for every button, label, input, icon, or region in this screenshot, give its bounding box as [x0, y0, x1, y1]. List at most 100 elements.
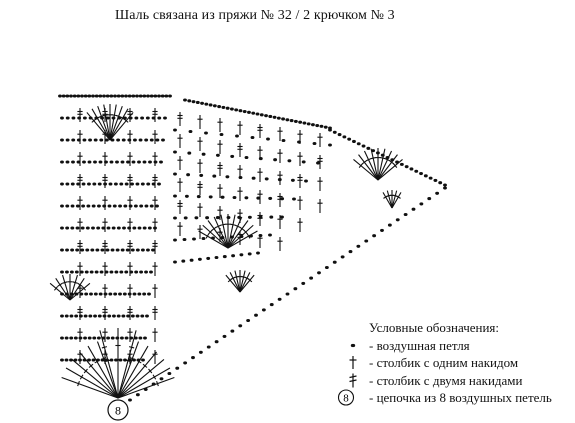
chain-stitch-mark: [273, 158, 278, 162]
chain-stitch-mark: [135, 182, 140, 186]
chain-stitch-mark: [91, 94, 95, 98]
chain-stitch-mark: [75, 248, 80, 252]
treble-crochet-mark: [117, 330, 137, 399]
chain-stitch-mark: [114, 270, 119, 274]
chain-stitch-mark: [157, 182, 161, 186]
chain-stitch-mark: [126, 160, 130, 164]
chain-stitch-mark: [75, 226, 80, 230]
chain-stitch-mark: [239, 234, 244, 239]
chain-stitch-mark: [130, 182, 135, 186]
chain-stitch-mark: [225, 175, 230, 179]
legend-label-ring: - цепочка из 8 воздушных петель: [369, 390, 552, 405]
chain-stitch-mark: [144, 270, 149, 274]
double-crochet-mark: [117, 351, 157, 399]
chain-stitch-mark: [147, 292, 151, 296]
chain-stitch-mark: [364, 239, 369, 243]
double-crochet-mark: [225, 214, 231, 248]
chain-stitch-mark: [106, 226, 111, 230]
chain-stitch-mark: [126, 314, 131, 318]
chain-stitch-mark: [155, 138, 160, 142]
chain-stitch-mark: [94, 94, 99, 98]
chain-stitch-mark: [414, 169, 419, 173]
double-crochet-mark: [77, 262, 83, 276]
double-crochet-mark: [377, 150, 393, 181]
double-crochet-mark: [117, 341, 140, 399]
chain-stitch-mark: [111, 226, 116, 230]
double-crochet-mark: [77, 328, 83, 342]
chain-stitch-mark: [82, 138, 87, 142]
double-crochet-mark: [277, 171, 283, 185]
chain-stitch-mark: [319, 124, 324, 128]
chain-stitch-mark: [91, 226, 95, 230]
chain-stitch-mark: [88, 314, 93, 318]
chain-stitch-mark: [113, 182, 118, 186]
chain-stitch-mark: [119, 270, 124, 274]
chain-stitch-mark: [110, 138, 115, 142]
chain-stitch-mark: [197, 257, 202, 261]
chain-stitch-mark: [134, 116, 139, 120]
treble-crochet-mark: [317, 155, 323, 169]
chain-stitch-mark: [125, 248, 130, 252]
chain-stitch-mark: [258, 215, 263, 219]
chain-stitch-mark: [215, 216, 220, 220]
chain-stitch-mark: [137, 226, 142, 230]
chain-stitch-mark: [65, 248, 70, 252]
double-crochet-mark: [197, 159, 203, 173]
chain-stitch-mark: [65, 226, 70, 230]
chain-stitch-mark: [435, 191, 440, 195]
chain-stitch-mark: [64, 336, 69, 340]
chain-stitch-mark: [151, 248, 155, 252]
chain-stitch-mark: [292, 197, 296, 201]
double-crochet-mark: [77, 130, 83, 144]
chain-stitch-mark: [84, 270, 89, 274]
chain-stitch-mark: [290, 178, 295, 182]
double-crochet-mark: [377, 154, 398, 181]
chain-stitch-mark: [316, 161, 320, 165]
chain-stitch-mark: [356, 244, 361, 248]
double-crochet-mark: [217, 206, 223, 220]
chain-stitch-mark: [135, 94, 139, 98]
chain-stitch-mark: [76, 94, 81, 98]
chain-stitch-mark: [276, 116, 281, 120]
chain-stitch-mark: [238, 324, 243, 328]
chain-stitch-mark: [82, 116, 87, 120]
chain-stitch-mark: [140, 116, 145, 120]
chain-stitch-mark: [297, 140, 301, 144]
double-crochet-mark: [152, 262, 158, 276]
chain-stitch-mark: [438, 181, 443, 185]
chain-stitch-mark: [130, 248, 135, 252]
chain-stitch-mark: [226, 215, 231, 220]
chain-stitch-mark: [116, 314, 121, 318]
double-crochet-mark: [77, 152, 83, 166]
chain-stitch-mark: [110, 248, 115, 252]
chain-stitch-mark: [229, 107, 234, 111]
chain-stitch-mark: [157, 94, 161, 98]
chain-stitch-mark: [204, 102, 209, 106]
chain-stitch-mark: [113, 292, 118, 296]
chain-stitch-mark: [348, 250, 353, 254]
double-crochet-mark: [127, 284, 133, 298]
chain-stitch-mark: [106, 336, 111, 340]
chain-stitch-mark: [61, 94, 66, 98]
chain-stitch-mark: [141, 358, 145, 362]
chain-stitch-mark: [191, 356, 195, 360]
chain-stitch-mark: [93, 292, 98, 296]
chain-stitch-mark: [112, 204, 117, 208]
chain-stitch-mark: [149, 138, 154, 142]
chain-stitch-mark: [225, 106, 230, 110]
double-crochet-mark: [127, 152, 133, 166]
chain-stitch-mark: [149, 94, 154, 98]
chain-stitch-mark: [65, 182, 70, 186]
double-crochet-mark: [277, 149, 283, 163]
double-crochet-mark: [86, 112, 111, 141]
chain-stitch-mark: [91, 204, 96, 208]
chain-stitch-mark: [272, 115, 277, 119]
chain-stitch-mark: [201, 152, 206, 156]
chain-stitch-mark: [98, 160, 103, 164]
chain-stitch-mark: [93, 314, 98, 318]
chain-stitch-mark: [73, 336, 78, 340]
chain-stitch-mark: [328, 143, 332, 147]
treble-crochet-mark: [77, 174, 83, 188]
chain-stitch-mark: [184, 194, 189, 198]
double-crochet-mark: [197, 137, 203, 151]
